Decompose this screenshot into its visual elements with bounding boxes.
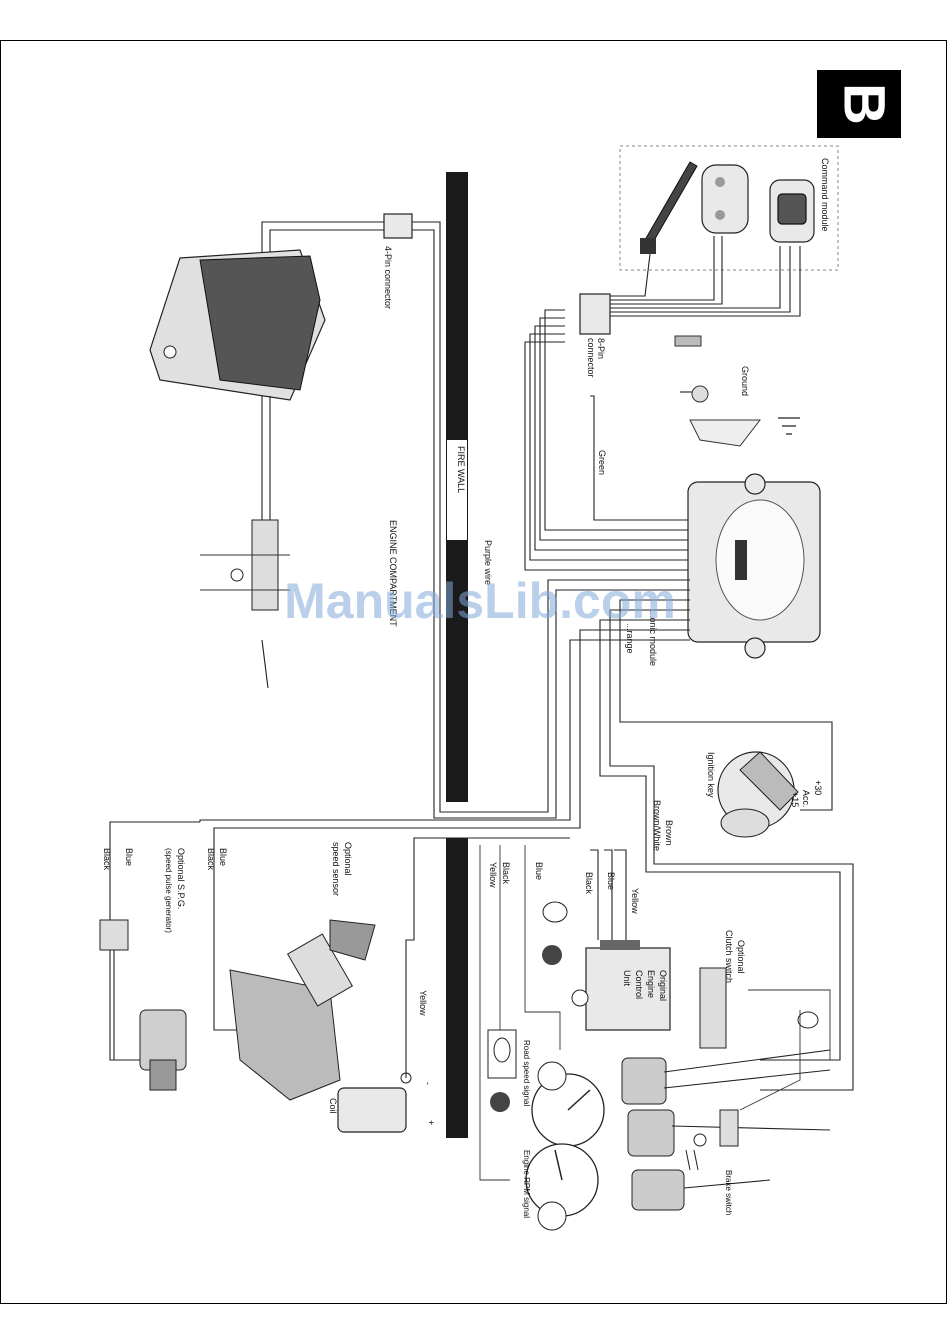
yellow-ecu-label: Yellow (630, 888, 640, 914)
ecu-label-a: Original (658, 970, 668, 1001)
fire-wall-lower (446, 838, 468, 1138)
blue-b-label: Blue (124, 848, 134, 866)
pin8-connector (579, 293, 611, 335)
module-lower-wires (109, 599, 854, 1091)
green-wire-label: Green (597, 450, 607, 475)
speed-sensor-gearbox (229, 919, 376, 1101)
actuator-unit (149, 249, 326, 520)
throttle-linkage (200, 519, 290, 689)
optional-speed-sensor-label-b: speed sensor (331, 842, 341, 896)
plus30-label: +30 (813, 780, 823, 795)
coil-label: Coil (328, 1098, 338, 1114)
black-left-label: Black (501, 862, 511, 885)
coil-minus-label: - (423, 1082, 433, 1085)
ecu-label-c: Control (634, 970, 644, 999)
pedal-wiring (739, 989, 831, 1111)
brake-switch (685, 1109, 739, 1171)
spg-unit (99, 919, 187, 1091)
fire-wall-tag (447, 440, 467, 540)
electronic-module (687, 473, 821, 659)
control-stalk (640, 161, 698, 254)
engine-control-unit (571, 940, 671, 1031)
purple-wire-label: Purple wire (483, 540, 493, 585)
fire-wall-label: FIRE WALL (456, 446, 466, 493)
yellow-left-label: Yellow (488, 862, 498, 888)
speedometer-gauge (531, 1061, 605, 1147)
tachometer-gauge (525, 1143, 599, 1231)
black-ecu-label: Black (584, 872, 594, 895)
engine-rpm-signal-label: Engine RPM signal (522, 1150, 531, 1218)
acc-label: Acc. (801, 790, 811, 808)
section-tab-letter: B (832, 83, 897, 125)
command-module-box (619, 145, 839, 271)
command-module-label: Command module (820, 158, 830, 232)
ignition-key (717, 751, 799, 838)
pin4-connector (383, 213, 413, 239)
pin8-connector-label-a: 8-Pin (596, 338, 606, 359)
left-signal-wires (479, 845, 561, 1181)
ground-symbol (674, 335, 800, 447)
orange-wire-label: ...range (625, 623, 635, 654)
electronic-module-label: ...onic module (648, 610, 658, 666)
ignition-key-label: Ignition key (706, 752, 716, 798)
ground-label: Ground (740, 366, 750, 396)
cut-symbol-ecu (542, 901, 568, 965)
blue-ecu-label: Blue (606, 872, 616, 890)
coil-plus-label: + (426, 1120, 436, 1125)
yellow-coil-label: Yellow (418, 990, 428, 1016)
remote-control (701, 164, 749, 234)
black-a-label: Black (206, 848, 216, 871)
ecu-label-d: Unit (622, 970, 632, 987)
coil (337, 837, 570, 1133)
ecu-wires (590, 849, 627, 940)
optional-spg-label-b: (speed pulse generator) (164, 848, 173, 933)
pin4-connector-label: 4-Pin connector (383, 246, 393, 309)
ecu-label-b: Engine (646, 970, 656, 998)
brown-label: Brown (664, 820, 674, 846)
section-tab (817, 70, 901, 138)
command-module-unit (769, 179, 815, 243)
road-speed-signal-label: Road speed signal (522, 1040, 531, 1106)
optional-clutch-label-b: Clutch switch (724, 930, 734, 983)
watermark: ManualsLib.com (284, 573, 676, 629)
optional-clutch-label-a: Optional (736, 940, 746, 974)
pin8-connector-label-b: connector (586, 338, 596, 378)
connector-module-wires (524, 309, 690, 571)
brake-pedal (627, 1109, 831, 1157)
engine-compartment-label: ENGINE COMPARTMENT (388, 520, 398, 627)
brake-switch-label: Brake switch (724, 1170, 733, 1215)
blue-a-label: Blue (218, 848, 228, 866)
page-frame (0, 40, 947, 1304)
plus15-label: +15 (790, 792, 800, 807)
brown-white-label: Brown/White (652, 800, 662, 851)
optional-speed-sensor-label-a: Optional (343, 842, 353, 876)
clutch-switch (699, 967, 727, 1049)
clutch-pedal (621, 1049, 831, 1105)
cut-symbol-road (487, 1029, 517, 1112)
command-module-wires (600, 236, 801, 317)
accelerator-pedal (631, 1169, 771, 1211)
optional-spg-label-a: Optional S.P.G. (176, 848, 186, 909)
blue-left-label: Blue (534, 862, 544, 880)
black-b-label: Black (102, 848, 112, 871)
